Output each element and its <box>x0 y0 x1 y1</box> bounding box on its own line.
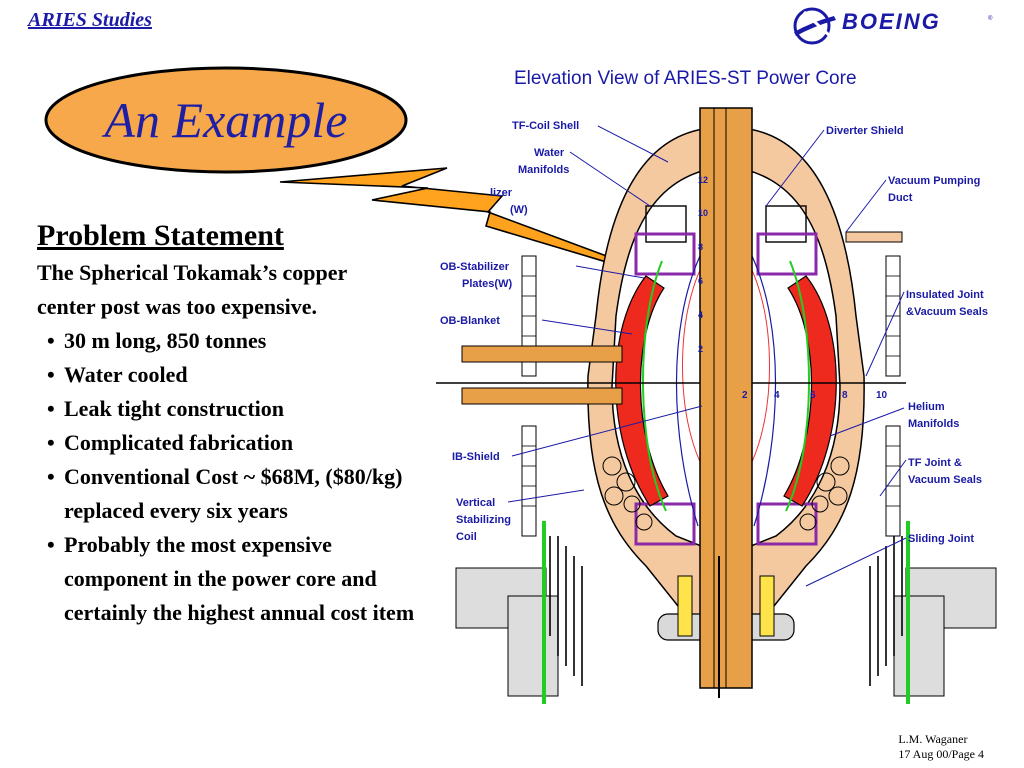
scale-v-12: 12 <box>698 175 708 185</box>
problem-heading: Problem Statement <box>37 219 284 252</box>
scale-h-10: 10 <box>876 390 888 401</box>
scale-h-6: 6 <box>810 390 816 401</box>
label-water-1: Water <box>534 147 565 159</box>
bullet-item: •Conventional Cost ~ $68M, ($80/kg) repl… <box>47 464 403 523</box>
title-oval <box>44 66 408 174</box>
label-diverter: Diverter Shield <box>826 125 904 137</box>
footer: L.M. Waganer 17 Aug 00/Page 4 <box>898 732 984 762</box>
diagram-title: Elevation View of ARIES-ST Power Core <box>514 68 857 89</box>
label-ib-shield: IB-Shield <box>452 451 500 463</box>
problem-intro: The Spherical Tokamak’s copper center po… <box>37 260 347 319</box>
bullet-item: •30 m long, 850 tonnes <box>47 328 267 353</box>
label-vertical-1: Vertical <box>456 497 495 509</box>
scale-v-6: 6 <box>698 276 703 286</box>
label-water-2: Manifolds <box>518 164 569 176</box>
scale-h-8: 8 <box>842 390 848 401</box>
scale-v-2: 2 <box>698 344 703 354</box>
aries-studies-link[interactable]: ARIES Studies <box>28 9 152 31</box>
label-tf-joint-2: Vacuum Seals <box>908 474 982 486</box>
scale-v-4: 4 <box>698 310 703 320</box>
boeing-emblem-icon <box>793 7 836 45</box>
boeing-wordmark: BOEING <box>842 9 941 34</box>
scale-v-8: 8 <box>698 242 703 252</box>
label-tf-coil-shell: TF-Coil Shell <box>512 120 579 132</box>
bullet-item: •Complicated fabrication <box>47 430 294 455</box>
label-ob-stab-2: Plates(W) <box>462 278 512 290</box>
label-ob-stab-1: OB-Stabilizer <box>440 261 510 273</box>
bullet-item: •Water cooled <box>47 362 188 387</box>
scale-h-4: 4 <box>774 390 780 401</box>
label-vertical-3: Coil <box>456 531 477 543</box>
label-stab-partial-1: lizer <box>490 187 513 199</box>
label-helium-1: Helium <box>908 401 945 413</box>
scale-v-10: 10 <box>698 208 708 218</box>
svg-text:®: ® <box>988 15 993 22</box>
power-core-diagram: Elevation View of ARIES-ST Power Core <box>436 68 997 704</box>
label-ob-blanket: OB-Blanket <box>440 315 500 327</box>
problem-statement: Problem Statement The Spherical Tokamak’… <box>37 218 437 630</box>
label-vacuum-2: Duct <box>888 192 913 204</box>
label-insulated-1: Insulated Joint <box>906 289 984 301</box>
label-tf-joint-1: TF Joint & <box>908 457 962 469</box>
bullet-item: •Leak tight construction <box>47 396 284 421</box>
footer-author: L.M. Waganer <box>898 732 968 746</box>
bullet-item: •Probably the most expensive component i… <box>47 532 415 625</box>
label-insulated-2: &Vacuum Seals <box>906 306 988 318</box>
label-vertical-2: Stabilizing <box>456 514 511 526</box>
label-vacuum-1: Vacuum Pumping <box>888 175 980 187</box>
problem-bullets: •30 m long, 850 tonnes •Water cooled •Le… <box>37 324 437 630</box>
label-helium-2: Manifolds <box>908 418 959 430</box>
label-sliding-joint: Sliding Joint <box>908 533 974 545</box>
footer-date-page: 17 Aug 00/Page 4 <box>898 747 984 761</box>
slide-title: An Example <box>104 92 348 148</box>
boeing-logo: BOEING ® <box>793 7 993 45</box>
scale-h-2: 2 <box>742 390 748 401</box>
label-stab-partial-2: (W) <box>510 204 528 216</box>
